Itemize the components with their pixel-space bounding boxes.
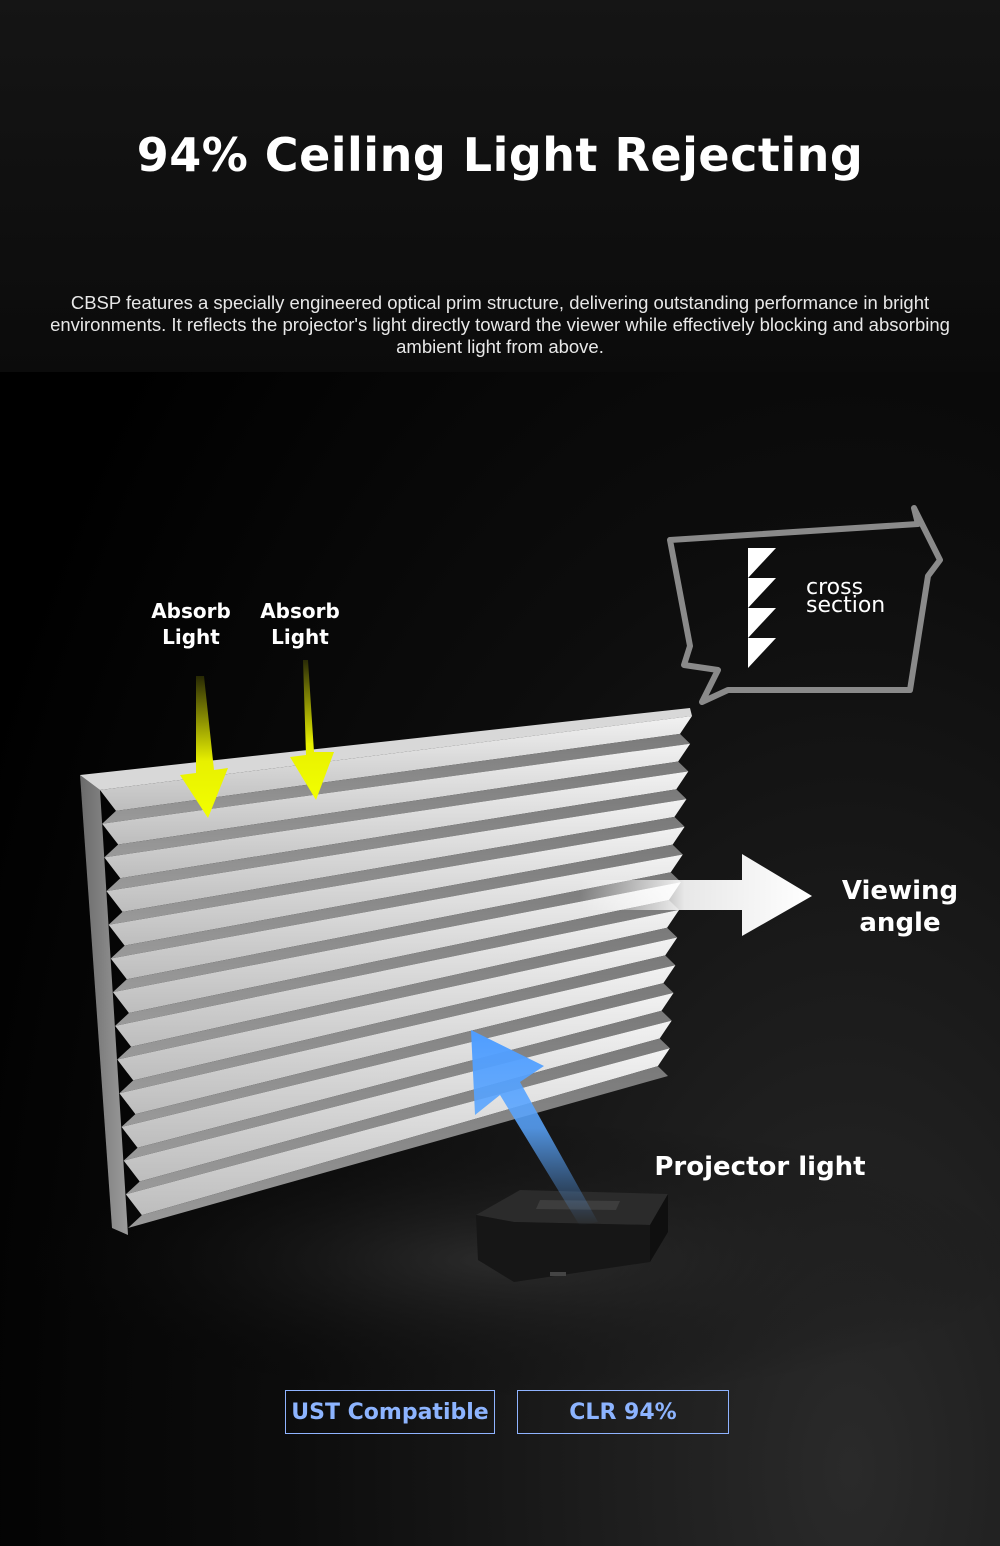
cross-section-label: cross section bbox=[806, 575, 886, 618]
viewing-angle-label-line1: Viewing bbox=[841, 876, 959, 906]
prism-ridge-face bbox=[112, 882, 681, 1013]
cross-section-label-line1: cross bbox=[806, 575, 864, 600]
prism-ridge-shadow bbox=[102, 733, 691, 824]
prism-ridge-face bbox=[119, 965, 676, 1115]
prism-ridge-face bbox=[125, 1048, 670, 1216]
screen-top-edge bbox=[80, 708, 692, 790]
prism-ridge-shadow bbox=[123, 1010, 672, 1161]
prism-ridge-face bbox=[121, 992, 674, 1148]
prism-ridges bbox=[100, 716, 692, 1228]
projector-light-arrow bbox=[471, 1030, 598, 1226]
prism-ridge-face bbox=[123, 1020, 672, 1182]
prism-ridge-face bbox=[100, 716, 692, 811]
prism-ridge-face bbox=[104, 771, 689, 879]
prism-ridge-shadow bbox=[108, 816, 685, 925]
viewing-angle-arrow bbox=[580, 854, 812, 936]
prism-ridge-face bbox=[102, 743, 691, 845]
viewing-angle-label: Viewing angle bbox=[830, 875, 970, 939]
prism-ridge-face bbox=[117, 937, 678, 1081]
page-title: 94% Ceiling Light Rejecting bbox=[136, 128, 864, 182]
prism-ridge-face bbox=[108, 826, 685, 946]
prism-ridge-shadow bbox=[119, 955, 676, 1094]
prism-ridge-shadow bbox=[115, 900, 680, 1026]
page-description: CBSP features a specially engineered opt… bbox=[50, 292, 950, 357]
cross-section-label-line2: section bbox=[806, 593, 886, 618]
ust-compatible-badge: UST Compatible bbox=[285, 1390, 495, 1434]
prism-ridge-shadow bbox=[106, 789, 687, 892]
clr-badge: CLR 94% bbox=[517, 1390, 729, 1434]
prism-ridge-face bbox=[110, 854, 683, 980]
absorb-light-label-2: Absorb Light bbox=[260, 599, 340, 649]
prism-ridge-face bbox=[106, 799, 687, 912]
viewing-angle-label-line2: angle bbox=[859, 908, 941, 938]
prism-ridge-shadow bbox=[104, 761, 689, 858]
prism-ridge-shadow bbox=[125, 1038, 670, 1195]
prism-ridge-shadow bbox=[117, 927, 678, 1060]
screen-side-edge bbox=[80, 775, 128, 1235]
absorb-light-arrow-2 bbox=[290, 660, 334, 800]
absorb-light-arrow-1 bbox=[180, 676, 228, 818]
prism-ridge-shadow bbox=[112, 872, 681, 993]
prism-ridge-shadow bbox=[110, 844, 683, 959]
header-band bbox=[0, 0, 1000, 372]
prism-ridge-face bbox=[115, 909, 680, 1047]
cross-section-callout bbox=[667, 505, 943, 705]
prism-ridge-shadow bbox=[121, 983, 674, 1127]
projector-light-label: Projector light bbox=[654, 1152, 866, 1182]
absorb-light-label-1: Absorb Light bbox=[151, 599, 231, 649]
